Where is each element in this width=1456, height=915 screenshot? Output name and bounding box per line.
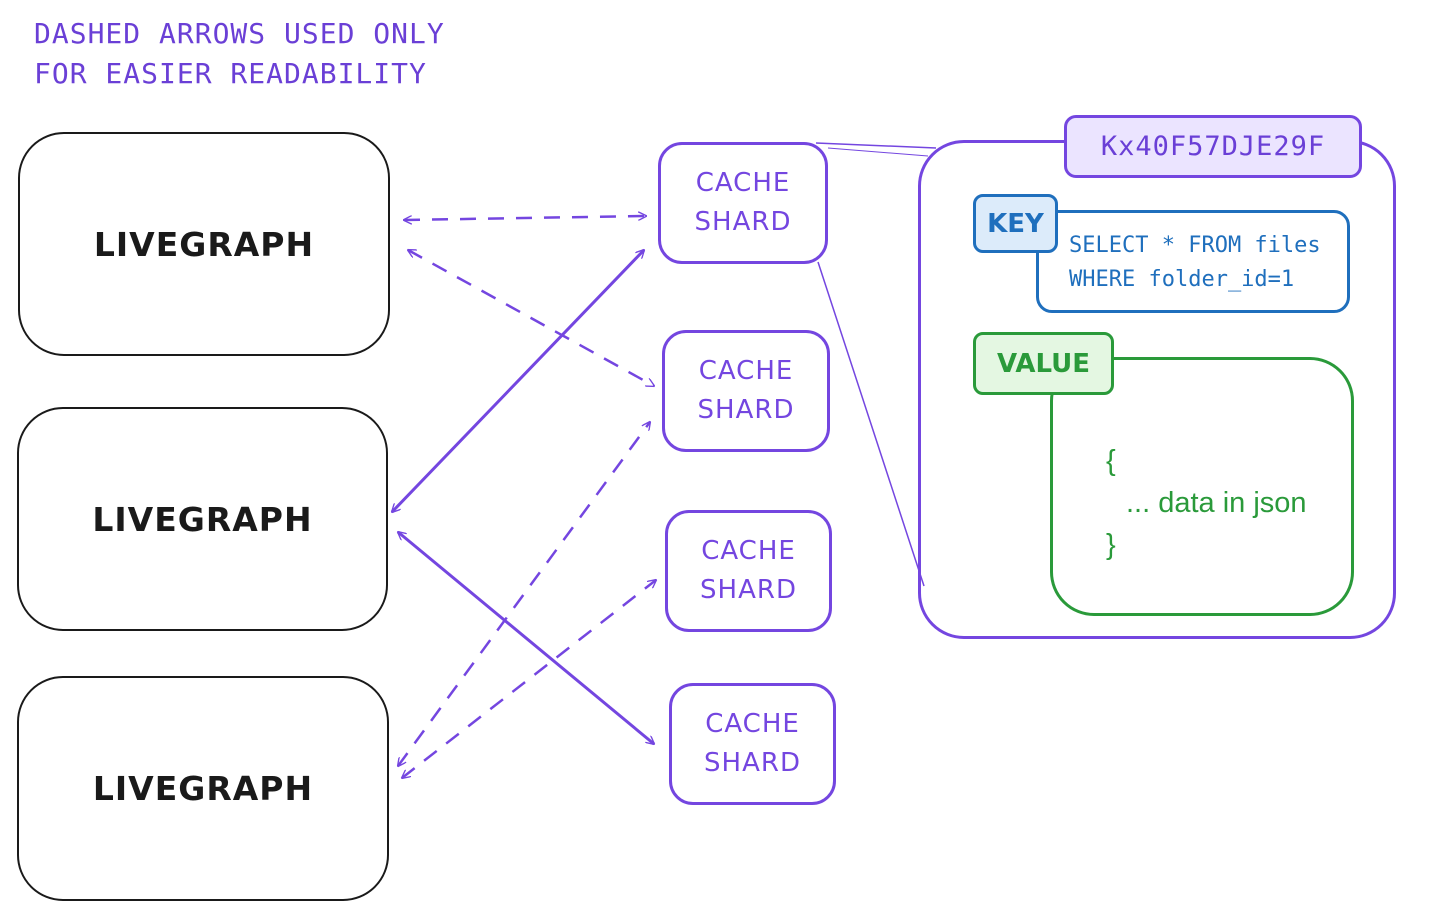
livegraph-label: LIVEGRAPH: [93, 224, 315, 264]
value-label: VALUE: [997, 348, 1090, 379]
dashed-arrow-lg3-shard2: [398, 422, 650, 766]
shard-line-2: SHARD: [694, 207, 792, 237]
shard-line-2: SHARD: [700, 575, 797, 605]
entry-id: Kx40F57DJE29F: [1100, 131, 1326, 162]
shard-line-2: SHARD: [697, 395, 795, 425]
livegraph-label: LIVEGRAPH: [92, 769, 314, 808]
key-query-line-2: WHERE folder_id=1: [1069, 267, 1295, 292]
json-content: ... data in json: [1126, 487, 1307, 519]
dashed-arrow-lg1-shard1: [404, 216, 646, 220]
zoom-line-top: [815, 142, 937, 149]
zoom-line-bottom: [817, 261, 925, 587]
cache-shard-2: CACHE SHARD: [662, 330, 830, 452]
livegraph-label: LIVEGRAPH: [92, 499, 313, 539]
livegraph-box-3: LIVEGRAPH: [17, 676, 389, 901]
shard-line-1: CACHE: [701, 536, 796, 566]
key-tag: KEY: [973, 194, 1058, 253]
shard-line-2: SHARD: [704, 748, 801, 778]
note-line-2: FOR EASIER READABILITY: [34, 57, 427, 90]
value-tag: VALUE: [973, 332, 1114, 395]
json-open-brace: {: [1106, 445, 1116, 477]
cache-shard-3: CACHE SHARD: [665, 510, 832, 632]
json-close-brace: }: [1106, 529, 1116, 561]
livegraph-box-2: LIVEGRAPH: [17, 407, 388, 631]
readability-note: DASHED ARROWS USED ONLY FOR EASIER READA…: [34, 14, 445, 94]
cache-shard-1: CACHE SHARD: [658, 142, 828, 264]
shard-line-1: CACHE: [698, 356, 794, 386]
key-query-line-1: SELECT * FROM files: [1069, 233, 1321, 258]
solid-arrow-lg2-shard4: [398, 532, 654, 744]
key-label: KEY: [987, 208, 1044, 239]
note-line-1: DASHED ARROWS USED ONLY: [34, 17, 445, 50]
value-box: [1050, 357, 1354, 616]
key-box: SELECT * FROM files WHERE folder_id=1: [1036, 210, 1350, 313]
value-json: { ... data in json }: [1106, 440, 1307, 566]
solid-arrow-lg2-shard1: [392, 250, 644, 512]
shard-line-1: CACHE: [695, 168, 791, 198]
zoom-line-top-2: [827, 147, 929, 157]
dashed-arrow-lg3-shard3: [402, 580, 656, 778]
cache-shard-4: CACHE SHARD: [669, 683, 836, 805]
shard-line-1: CACHE: [705, 709, 800, 739]
livegraph-box-1: LIVEGRAPH: [18, 132, 390, 356]
entry-id-tag: Kx40F57DJE29F: [1064, 115, 1362, 178]
